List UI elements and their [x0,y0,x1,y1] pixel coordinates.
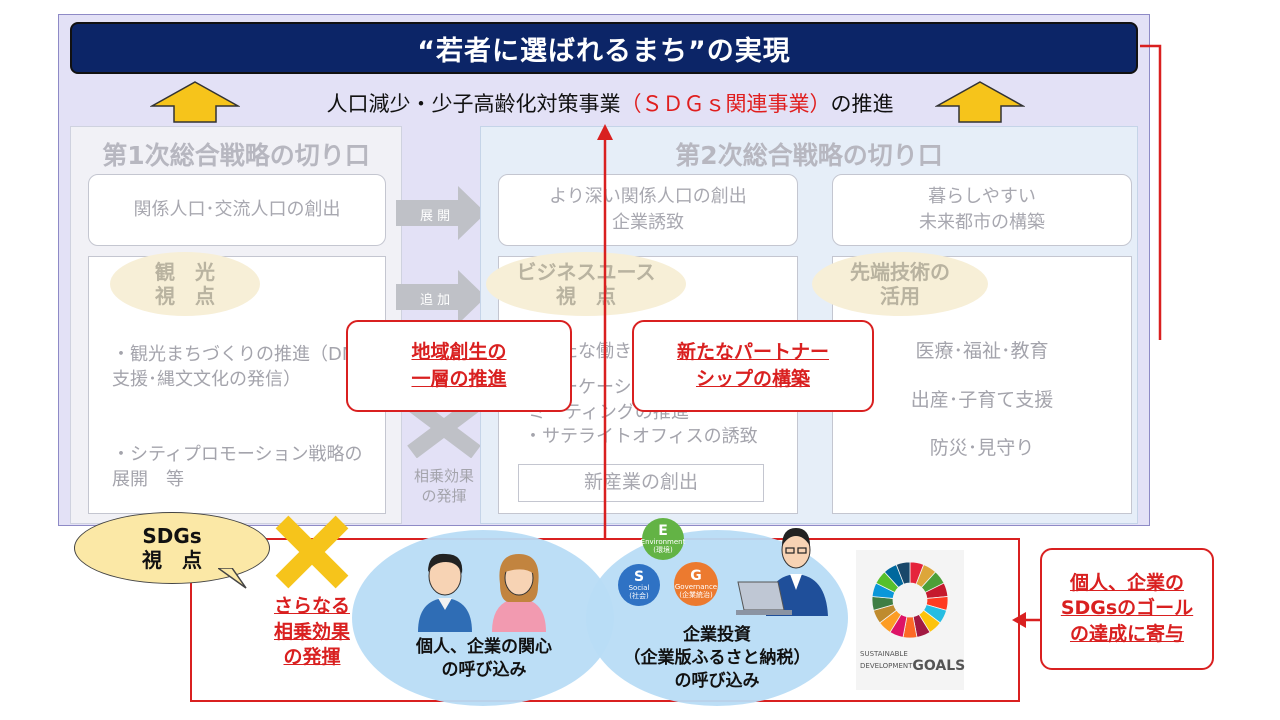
ellipse-tourism-line1: 観 光 [155,260,215,284]
sdgs-goal-contribution-box: 個人、企業の SDGsのゴール の達成に寄与 [1040,548,1214,670]
red-up-arrow-icon [597,124,613,538]
panel-2-box-b: 暮らしやすい 未来都市の構築 [832,174,1132,246]
tech-item-1: 医療･福祉･教育 [915,340,1049,362]
yellow-cross-icon [275,515,349,589]
bottom-red-frame [190,538,1020,702]
biz-item-4: ・サテライトオフィスの誘致 [524,425,758,447]
partner-line1: 新たなパートナー [676,341,829,364]
esg-e-sub: Environment [640,538,686,546]
new-industry-box: 新産業の創出 [518,464,764,502]
ellipse-tech-line2: 活用 [880,284,920,308]
right-box-line3: の達成に寄与 [1069,622,1184,645]
ellipse-business: ビジネスユース 視 点 [486,252,686,316]
man-person-icon [418,553,472,632]
synergy-line1: さらなる [273,595,350,617]
expand-arrow-icon [396,186,486,240]
add-arrow-icon [396,270,486,324]
subtitle-red: （ＳＤＧｓ関連事業） [620,92,831,116]
up-arrow-left-icon [150,81,240,123]
esg-social-icon: S Social (社会) [618,564,660,606]
sdgs-bubble-tail [218,568,247,589]
add-arrow-label: 追 加 [420,292,451,308]
esg-s-jp: (社会) [629,591,649,600]
regional-line1: 地域創生の [411,341,507,364]
sdgs-bubble-line1: SDGs [142,524,202,548]
up-arrow-right-icon [935,81,1025,123]
panel-1-item-1: ・観光まちづくりの推進（DMO支援･縄文文化の発信） [112,344,372,391]
circle-left-line2: の呼び込み [441,659,527,680]
tech-item-3: 防災･見守り [929,437,1035,460]
sdgs-logo-text: SUSTAINABLE DEVELOPMENT GOALS [860,650,966,675]
synergy-line3: の発揮 [283,646,341,669]
esg-s-sub: Social [628,584,650,592]
esg-governance-icon: G Governance (企業統治) [674,562,718,606]
circle-individuals [352,530,614,706]
sdgs-bubble-line2: 視 点 [142,548,202,572]
subtitle-post: の推進 [830,92,894,116]
panel-1-heading: 第1次総合戦略の切り口 [102,141,370,170]
subtitle-pre: 人口減少・少子高齢化対策事業 [326,92,621,116]
ellipse-tourism: 観 光 視 点 [110,252,260,316]
panel-2-box-a-line2: 企業誘致 [612,212,684,233]
circle-right-line1: 企業投資 [683,625,751,645]
sdgs-wheel-icon [871,561,949,639]
title-text: “若者に選ばれるまち”の実現 [417,35,791,67]
panel-2-box-b-line1: 暮らしやすい [928,185,1036,207]
title-bar: “若者に選ばれるまち”の実現 [70,22,1138,74]
expand-arrow-label: 展 開 [420,208,451,224]
regional-line2: 一層の推進 [411,368,507,390]
esg-g-jp: (企業統治) [679,590,713,599]
ellipse-tourism-line2: 視 点 [155,284,215,308]
further-synergy-label: さらなる 相乗効果 の発揮 [256,594,368,671]
sdgs-logo-line1: SUSTAINABLE [860,650,908,658]
new-industry-text: 新産業の創出 [583,471,698,494]
ellipse-business-line2: 視 点 [556,284,616,308]
circle-individuals-text: 個人、企業の関心 の呼び込み [386,636,582,682]
esg-g-letter: G [690,567,702,584]
panel-2-box-a-line1: より深い関係人口の創出 [549,185,747,207]
right-box-line2: SDGsのゴール [1060,597,1194,620]
subtitle: 人口減少・少子高齢化対策事業 （ＳＤＧｓ関連事業） の推進 [270,86,950,120]
businessman-laptop-icon [736,528,828,616]
panel-2-heading: 第2次総合戦略の切り口 [675,141,943,170]
partner-line2: シップの構築 [695,368,810,390]
panel-1-box: 関係人口･交流人口の創出 [88,174,386,246]
regional-revitalization-box: 地域創生の 一層の推進 [346,320,572,412]
panel-2-tech-items: 医療･福祉･教育 出産･子育て支援 防災･見守り [832,338,1132,462]
right-box-line1: 個人、企業の [1069,571,1184,594]
esg-e-letter: E [658,522,668,539]
ellipse-business-line1: ビジネスユース [516,260,656,284]
esg-s-letter: S [633,568,645,585]
circle-corporate-text: 企業投資 （企業版ふるさと納税） の呼び込み [612,624,822,693]
synergy-cross-icon [407,398,481,458]
sdgs-logo-line2: DEVELOPMENT [860,662,913,671]
esg-g-sub: Governance [674,583,718,591]
synergy-faded-line1: 相乗効果 [413,467,474,485]
sdgs-wheel-segment [895,561,911,585]
panel-1-item-2: ・シティプロモーション戦略の展開 等 [112,444,363,491]
sdgs-perspective-bubble: SDGs 視 点 [74,512,270,584]
esg-environment-icon: E Environment (環境) [640,518,686,560]
panel-2-box-b-line2: 未来都市の構築 [919,212,1045,233]
synergy-line2: 相乗効果 [273,620,350,643]
synergy-faded-line2: の発揮 [421,487,467,506]
sdgs-logo-goals: GOALS [912,658,966,675]
tech-item-2: 出産･子育て支援 [910,388,1054,411]
synergy-faded-label: 相乗効果 の発揮 [404,466,484,507]
panel-2-box-a: より深い関係人口の創出 企業誘致 [498,174,798,246]
ellipse-technology: 先端技術の 活用 [812,252,988,316]
panel-1-box-text: 関係人口･交流人口の創出 [133,198,341,220]
esg-e-jp: (環境) [653,545,673,554]
woman-person-icon [492,554,546,632]
ellipse-tech-line1: 先端技術の [850,260,950,284]
circle-right-line3: の呼び込み [674,670,760,691]
new-partnership-box: 新たなパートナー シップの構築 [632,320,874,412]
circle-right-line2: （企業版ふるさと納税） [623,647,811,668]
red-right-connector [1012,44,1162,628]
circle-left-line1: 個人、企業の関心 [416,637,552,657]
